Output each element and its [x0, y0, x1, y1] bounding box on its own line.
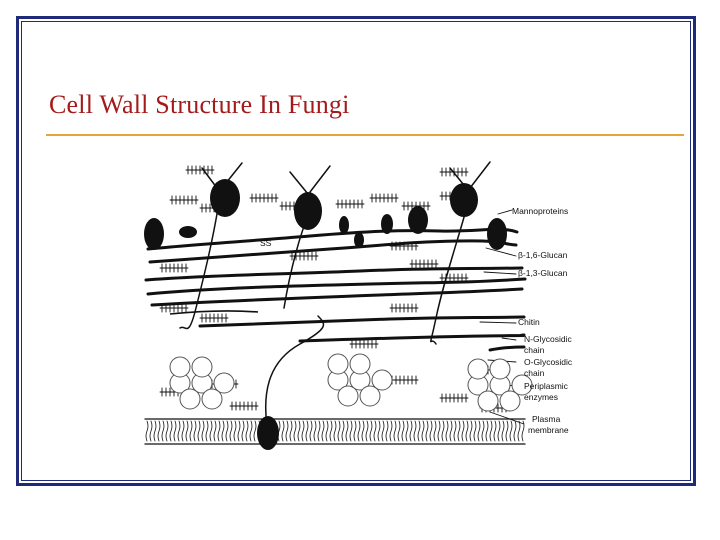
- label-o-glycosidic: O-Glycosidic: [524, 357, 573, 367]
- label-n-glycosidic-chain: chain: [524, 345, 545, 355]
- beta-1-6-glucan-fibres: [146, 227, 519, 264]
- beta-1-3-glucan-fibres: [144, 266, 527, 307]
- label-periplasmic-enzymes: enzymes: [524, 392, 559, 402]
- plasma-membrane: [144, 418, 526, 445]
- label-o-glycosidic-chain: chain: [524, 368, 545, 378]
- label-mannoproteins: Mannoproteins: [512, 206, 569, 216]
- mannoprotein-blobs: [144, 179, 507, 450]
- fungal-cell-wall-diagram: SS Mannoproteins β-1,6-Glucan β-1,3-Gluc…: [140, 148, 610, 458]
- chitin-strands: [169, 310, 259, 315]
- chitin-fibres: [198, 315, 526, 352]
- label-periplasmic: Periplasmic: [524, 381, 568, 391]
- slide-title: Cell Wall Structure In Fungi: [49, 90, 350, 119]
- label-plasma: Plasma: [532, 414, 561, 424]
- disulfide-bond-label: SS: [260, 238, 272, 248]
- label-n-glycosidic: N-Glycosidic: [524, 334, 572, 344]
- label-beta-1-3-glucan: β-1,3-Glucan: [518, 268, 568, 278]
- label-chitin: Chitin: [518, 317, 540, 327]
- label-beta-1-6-glucan: β-1,6-Glucan: [518, 250, 568, 260]
- title-divider: [46, 134, 684, 136]
- cell-wall-illustration: SS: [144, 161, 533, 450]
- periplasmic-enzyme-clusters: [169, 353, 533, 412]
- anchor-chains: [179, 161, 491, 427]
- slide-frame: [16, 16, 696, 486]
- label-plasma-membrane: membrane: [528, 425, 569, 435]
